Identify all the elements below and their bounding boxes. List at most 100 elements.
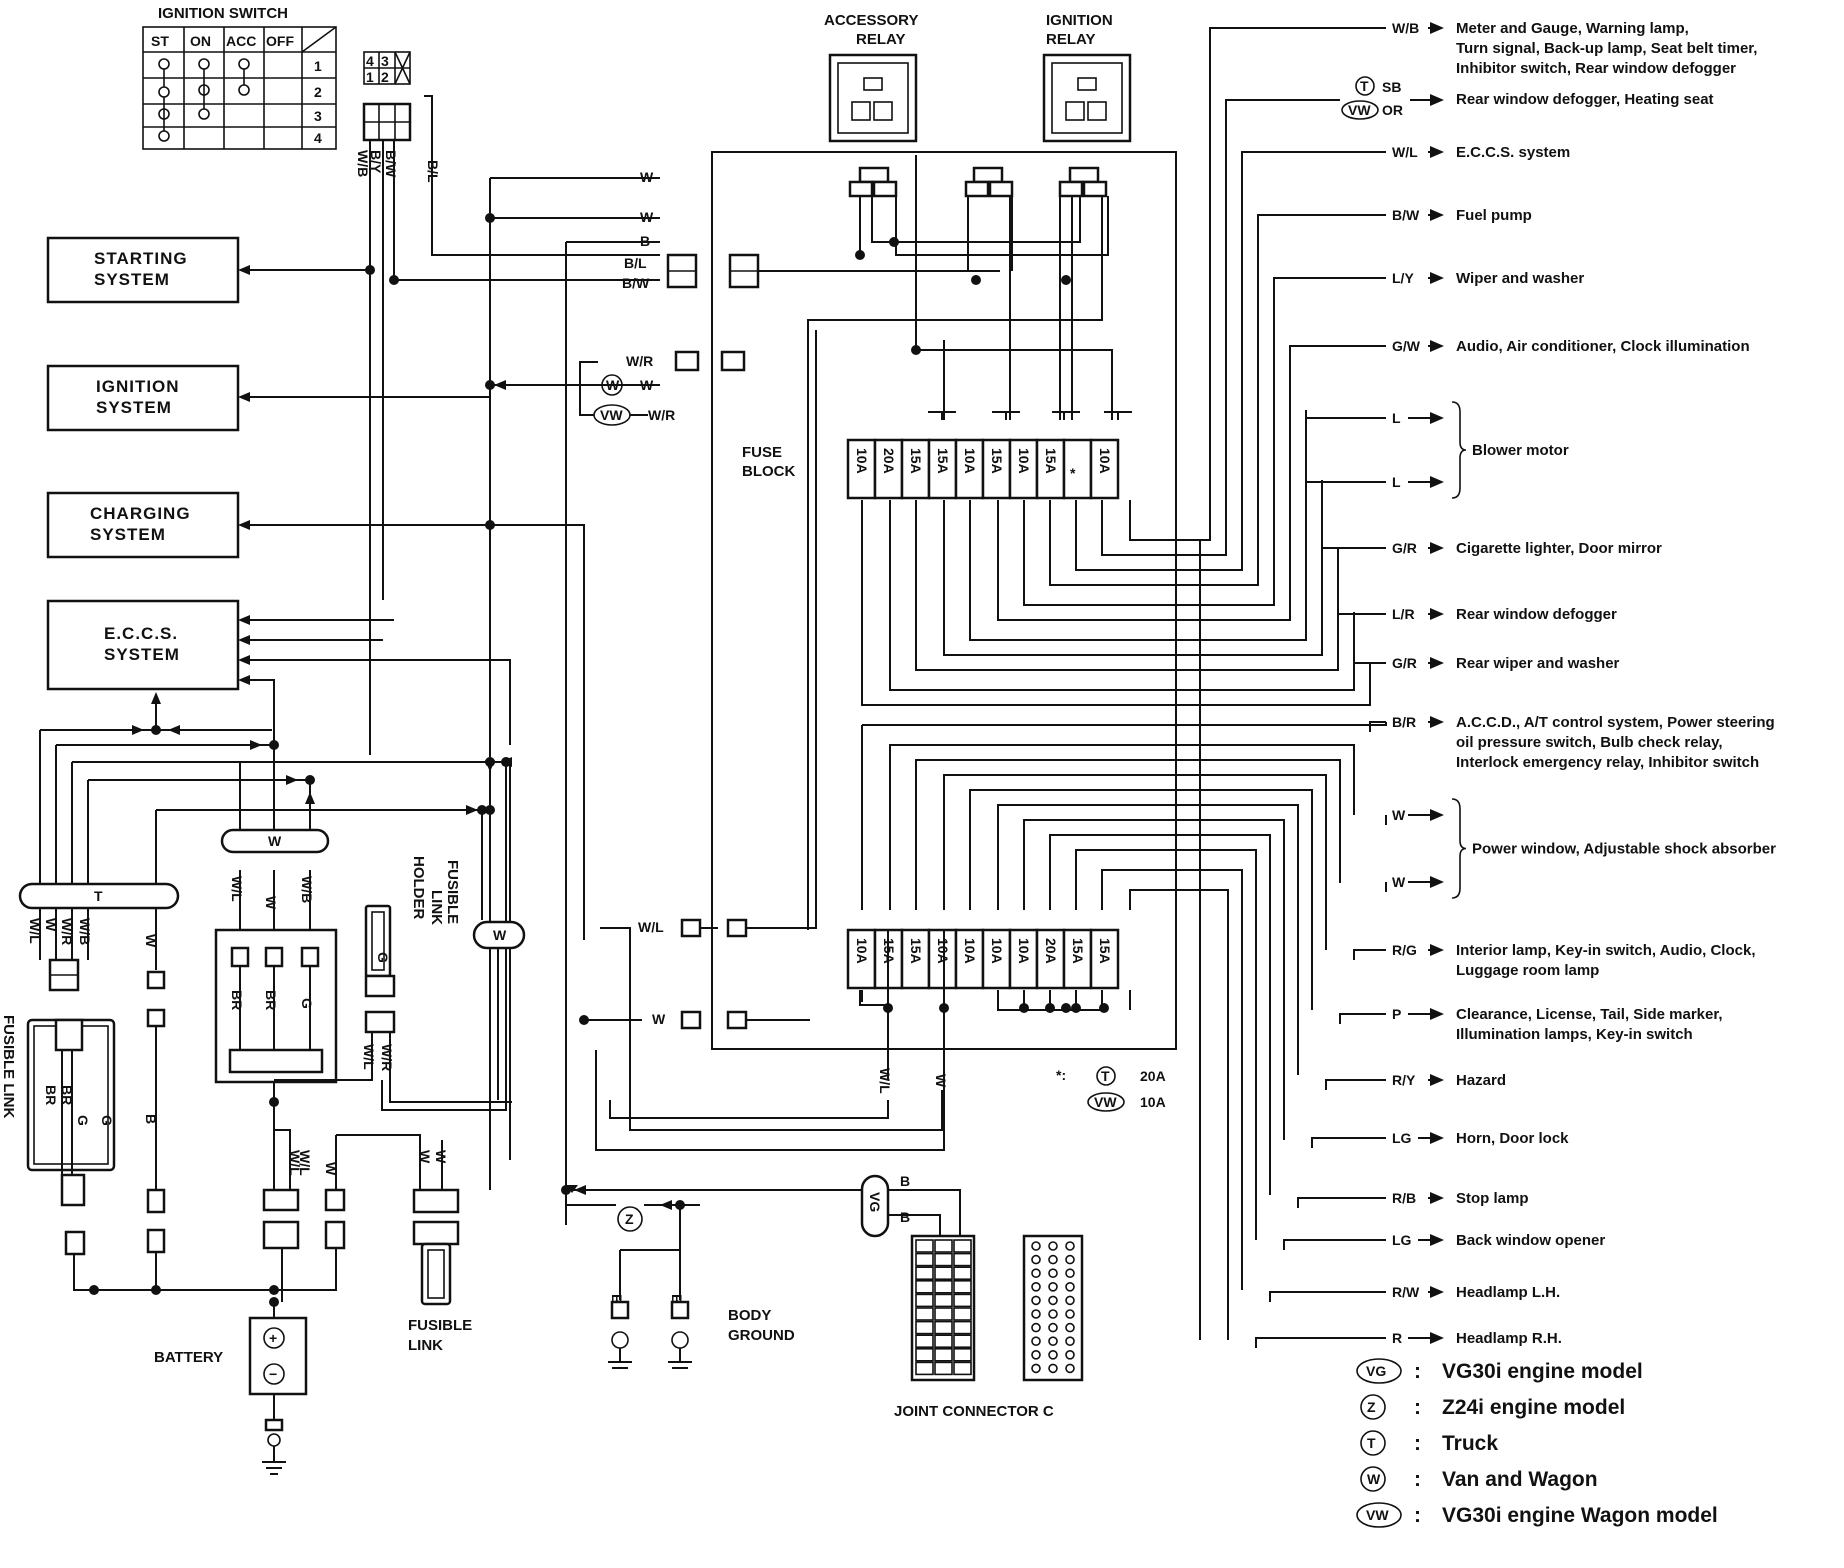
legend-separator: :: [1414, 1396, 1421, 1419]
upper-fuse-3: 15A: [927, 438, 958, 500]
lower-fuse-label: 15A: [908, 938, 924, 964]
accessory-relay: ACCESSORY RELAY: [824, 12, 918, 143]
load-text: Interlock emergency relay, Inhibitor swi…: [1456, 754, 1759, 771]
svg-text:W/B: W/B: [77, 918, 93, 945]
svg-text:E.C.C.S.: E.C.C.S.: [104, 624, 178, 643]
wire-br1: BR: [229, 990, 245, 1010]
wire-g: G: [299, 998, 315, 1009]
legend-separator: :: [1414, 1468, 1421, 1491]
ignition-switch-title: IGNITION SWITCH: [158, 5, 288, 22]
isw-row-2: 2: [314, 84, 322, 100]
upper-fuse-5: 15A: [981, 438, 1012, 500]
t-joint: T: [18, 882, 180, 910]
load-text: Audio, Air conditioner, Clock illuminati…: [1456, 338, 1750, 355]
upper-fuse-2: 15A: [900, 438, 931, 500]
lower-fuse-4: 10A: [954, 928, 985, 990]
wire-wl-bottom: W/L: [877, 1068, 893, 1094]
joint-connector-c: JOINT CONNECTOR C: [894, 1234, 1084, 1420]
load-text: Rear window defogger: [1456, 606, 1617, 623]
isw-col-acc: ACC: [226, 33, 256, 49]
lower-fuse-9: 15A: [1089, 928, 1120, 990]
upper-fuse-label: 10A: [962, 448, 978, 474]
svg-text:ACCESSORY: ACCESSORY: [824, 12, 918, 29]
legend-text: Truck: [1442, 1432, 1498, 1455]
svg-text:+: +: [269, 1330, 277, 1346]
ignition-system-box: IGNITION SYSTEM: [46, 364, 240, 432]
legend-text: Z24i engine model: [1442, 1396, 1625, 1419]
asterisk-note: *: T 20A VW 10A: [1056, 1066, 1166, 1112]
svg-text:W/L: W/L: [229, 876, 245, 902]
isw-wire-by: B/Y: [368, 150, 384, 174]
legend-item-2: T:Truck: [1360, 1430, 1498, 1456]
t-joint-wires: W/L W W/R W/B W: [27, 918, 159, 948]
load-text: E.C.C.S. system: [1456, 144, 1570, 161]
w-joint: W: [220, 828, 330, 854]
svg-text:B: B: [669, 1294, 685, 1304]
load-wire-code: R/B: [1392, 1190, 1416, 1206]
load-wire-code: SB: [1382, 79, 1401, 95]
wire-w-top2: W: [640, 209, 654, 225]
z-mark: Z: [617, 1206, 643, 1232]
svg-text:SYSTEM: SYSTEM: [90, 525, 166, 544]
svg-text:B: B: [900, 1209, 910, 1225]
load-wire-code: L/Y: [1392, 270, 1414, 286]
load-text: Blower motor: [1472, 442, 1569, 459]
isw-wire-bl: B/L: [425, 160, 441, 183]
svg-text:BLOCK: BLOCK: [742, 463, 795, 480]
svg-text:W/L: W/L: [361, 1044, 377, 1070]
upper-fuse-8: *: [1062, 438, 1093, 500]
svg-text:W: W: [268, 833, 282, 849]
svg-text:G: G: [99, 1115, 115, 1126]
svg-text:LINK: LINK: [408, 1337, 443, 1354]
battery: BATTERY + −: [154, 1302, 308, 1475]
vw-circle-mark: VW: [593, 404, 631, 426]
load-text: Power window, Adjustable shock absorber: [1472, 841, 1776, 858]
load-wire-code: W/L: [1392, 144, 1418, 160]
lower-fuse-0: 10A: [846, 928, 877, 990]
svg-text:W: W: [433, 1150, 449, 1164]
load-text: Turn signal, Back-up lamp, Seat belt tim…: [1456, 40, 1757, 57]
load-2: W/L E.C.C.S. system: [1241, 144, 1570, 162]
lower-fuse-3: 10A: [927, 928, 958, 990]
lower-fuse-7: 20A: [1035, 928, 1066, 990]
load-wire-code: LG: [1392, 1232, 1412, 1248]
isw-pin-1: 1: [366, 69, 374, 85]
load-wire-code: W: [1392, 874, 1406, 890]
svg-text:GROUND: GROUND: [728, 1327, 795, 1344]
isw-col-on: ON: [190, 33, 211, 49]
svg-text:G: G: [375, 952, 391, 963]
svg-text:W: W: [263, 896, 279, 910]
lower-fuse-label: 20A: [1043, 938, 1059, 964]
isw-wire-bw: B/W: [383, 150, 399, 178]
load-wire-code: W/B: [1392, 20, 1419, 36]
svg-text:B: B: [900, 1173, 910, 1189]
lower-fuse-2: 15A: [900, 928, 931, 990]
load-text: Luggage room lamp: [1456, 962, 1599, 979]
wire-b: B: [640, 233, 650, 249]
wire-bw: B/W: [622, 275, 650, 291]
legend-separator: :: [1414, 1360, 1421, 1383]
svg-text:FUSIBLE: FUSIBLE: [408, 1317, 472, 1334]
svg-text:20A: 20A: [1140, 1068, 1166, 1084]
load-wire-code: P: [1392, 1006, 1401, 1022]
load-text: Horn, Door lock: [1456, 1130, 1569, 1147]
load-text: Clearance, License, Tail, Side marker,: [1456, 1006, 1723, 1023]
svg-text:FUSIBLE LINK: FUSIBLE LINK: [0, 1015, 17, 1118]
load-wire-code: R: [1392, 1330, 1402, 1346]
load-8: L/R Rear window defogger: [1337, 606, 1617, 624]
load-wire-code: L/R: [1392, 606, 1415, 622]
wire-w-code: W: [640, 377, 654, 393]
load-text: Illumination lamps, Key-in switch: [1456, 1026, 1693, 1043]
upper-fuse-7: 15A: [1035, 438, 1066, 500]
svg-text:W: W: [493, 927, 507, 943]
legend-item-4: VW:VG30i engine Wagon model: [1356, 1502, 1718, 1528]
legend-mark: Z: [1367, 1399, 1376, 1415]
